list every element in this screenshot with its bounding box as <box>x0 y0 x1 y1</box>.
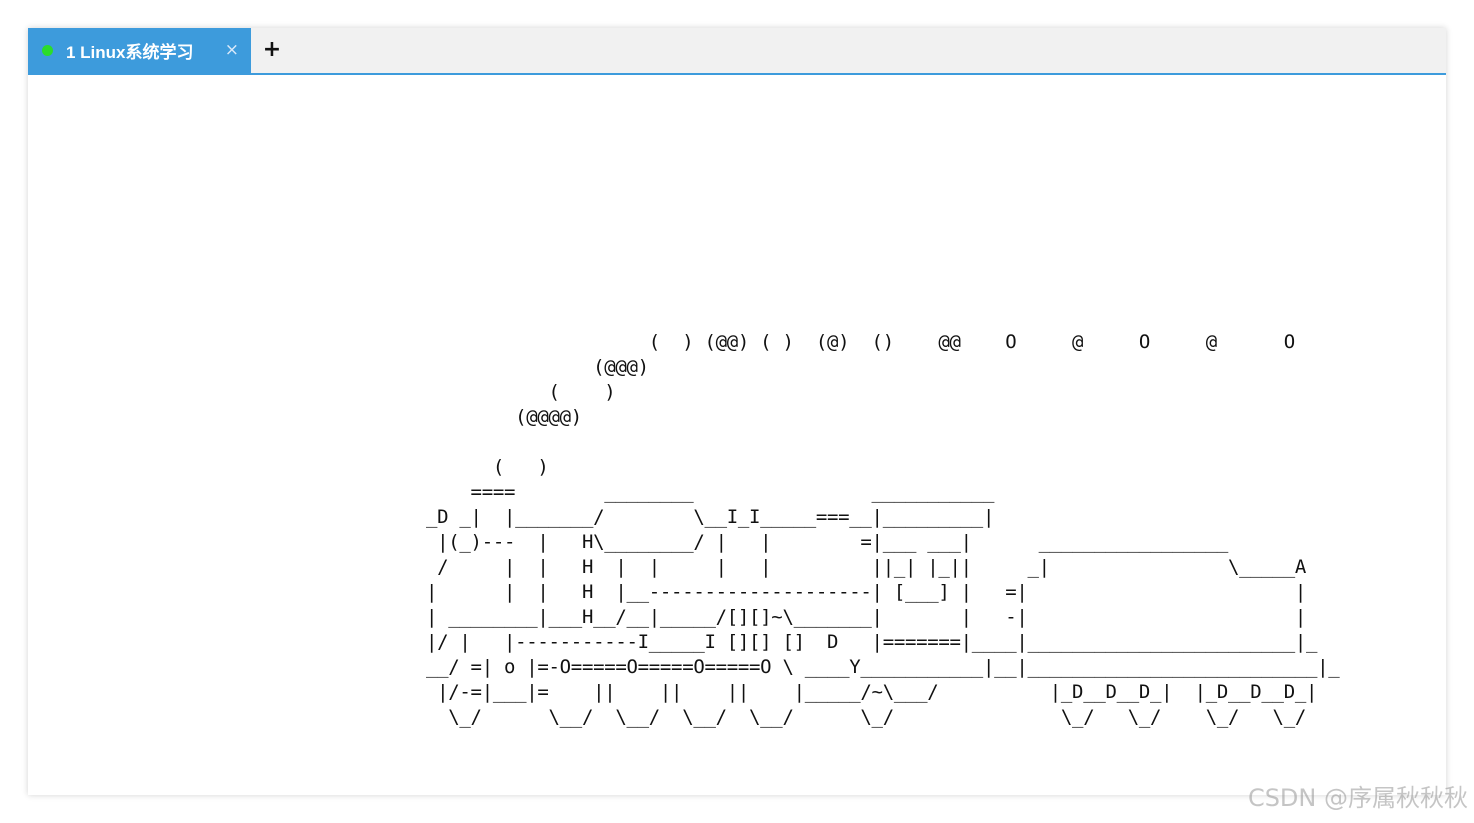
connection-status-dot <box>42 45 53 56</box>
tab-bar: 1 Linux系统学习 × + <box>28 28 1446 75</box>
terminal-area[interactable]: ( ) (@@) ( ) (@) () @@ O @ O @ O (@@@) (… <box>28 75 1446 795</box>
terminal-window: 1 Linux系统学习 × + ( ) (@@) ( ) (@) () @@ O… <box>28 28 1446 795</box>
tab-session-1[interactable]: 1 Linux系统学习 × <box>28 28 251 73</box>
terminal-output: ( ) (@@) ( ) (@) () @@ O @ O @ O (@@@) (… <box>426 331 1340 728</box>
watermark: CSDN @序属秋秋秋 <box>1247 784 1468 812</box>
tab-title: 1 Linux系统学习 <box>66 43 194 62</box>
close-icon[interactable]: × <box>224 40 239 60</box>
new-tab-button[interactable]: + <box>262 37 282 62</box>
